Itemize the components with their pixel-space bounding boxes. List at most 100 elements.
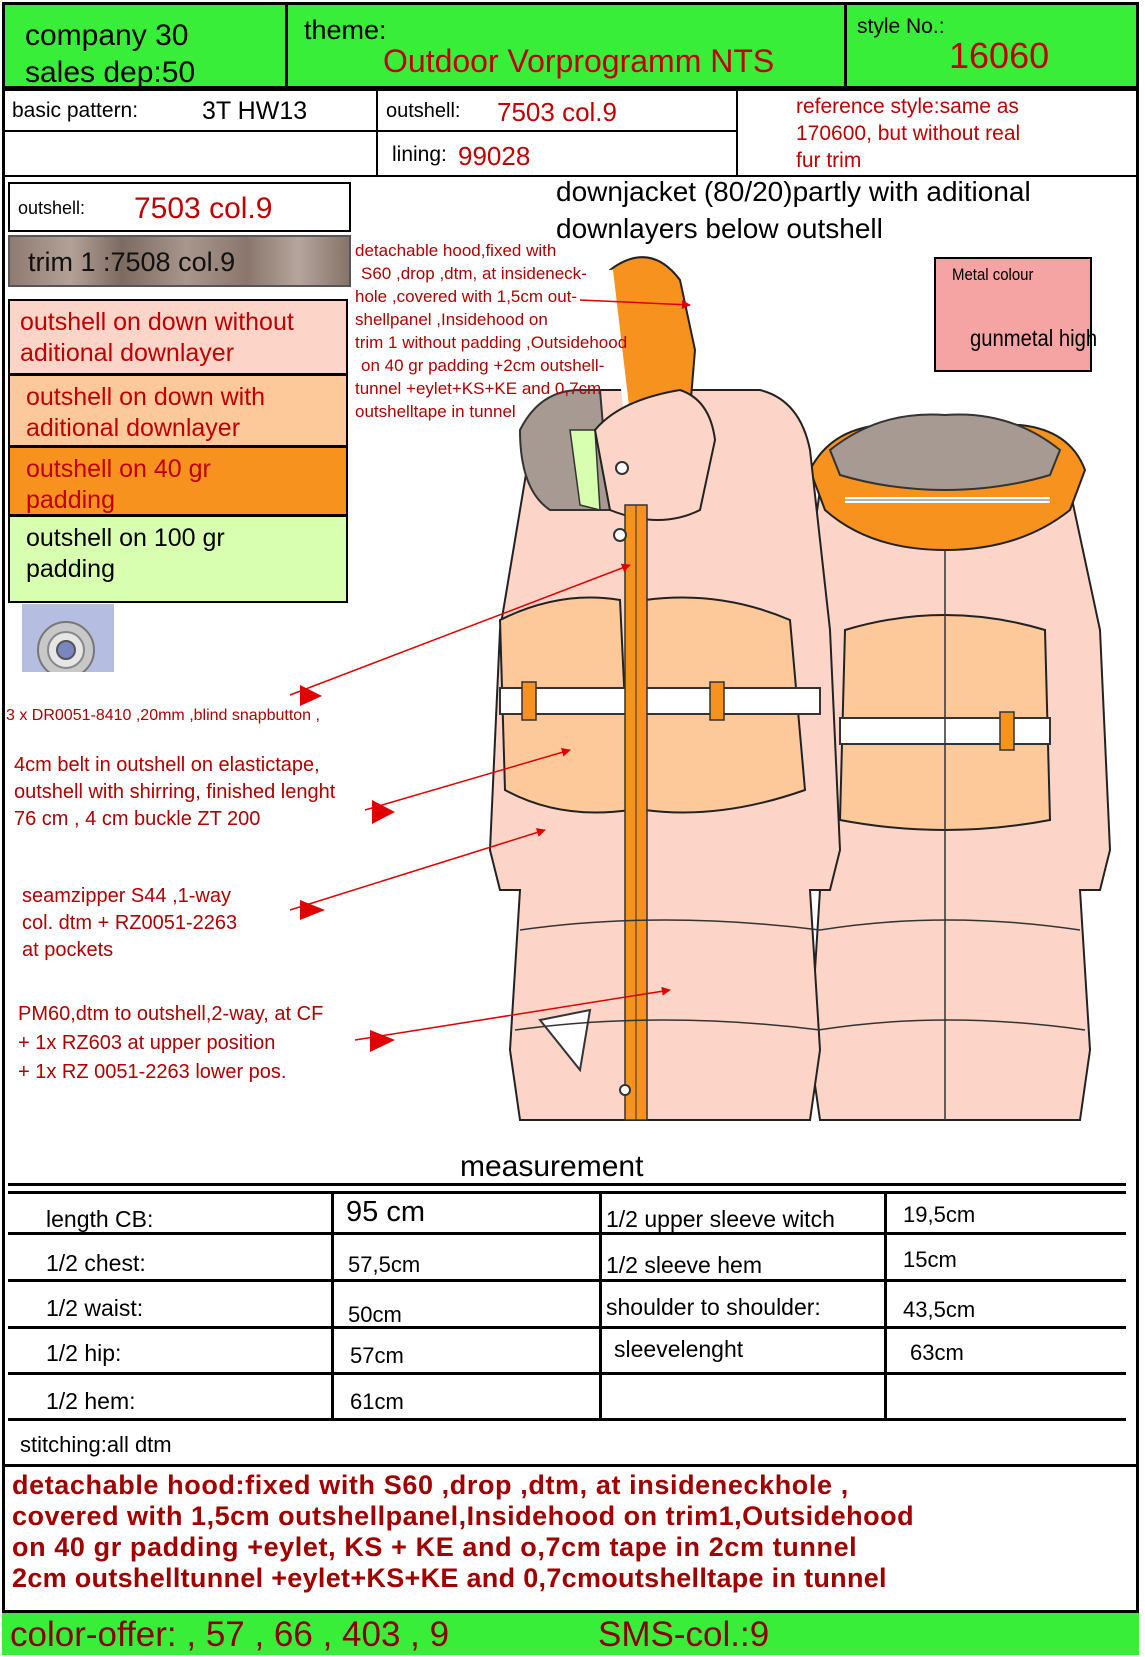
- belt-arrow: [364, 747, 571, 811]
- info-reference: reference style:same as 170600, but with…: [736, 89, 1139, 177]
- legend-4-line1: outshell on 100 gr: [26, 524, 225, 552]
- company-line2: sales dep:50: [25, 56, 196, 89]
- measure-value-sleevelength: 63cm: [910, 1340, 964, 1365]
- metal-value: gunmetal high: [970, 325, 1098, 351]
- legend-3-line1: outshell on 40 gr: [26, 455, 211, 483]
- hood-ann-5: trim 1 without padding ,Outsidehood: [355, 333, 628, 352]
- stitching-note: stitching:all dtm: [20, 1432, 172, 1457]
- hood-ann-8: outshelltape in tunnel: [355, 402, 516, 421]
- legend-40gr: outshell on 40 gr padding: [8, 446, 348, 516]
- theme-box: theme: Outdoor Vorprogramm NTS: [285, 2, 847, 89]
- style-label: style No.:: [857, 15, 945, 38]
- measure-vline-2: [599, 1191, 602, 1421]
- basic-pattern-label: basic pattern:: [12, 99, 139, 122]
- legend-3-line2: padding: [26, 486, 115, 514]
- measure-value-waist: 50cm: [348, 1302, 402, 1327]
- belt-ann-1: 4cm belt in outshell on elastictape,: [14, 754, 320, 776]
- snap-button-image: [22, 604, 114, 679]
- outshell-value: 7503 col.9: [497, 97, 617, 127]
- measure-label-hem: 1/2 hem:: [46, 1388, 136, 1414]
- measurement-title: measurement: [460, 1150, 644, 1183]
- snap-arrow-tail: [300, 685, 322, 706]
- annotation-arrows: [289, 299, 691, 1052]
- measure-label-waist: 1/2 waist:: [46, 1295, 144, 1321]
- swatch-outshell-label: outshell:: [18, 198, 86, 218]
- measure-label-length: length CB:: [46, 1206, 154, 1232]
- legend-2-line2: aditional downlayer: [26, 414, 241, 442]
- legend-down-with: outshell on down with aditional downlaye…: [8, 374, 348, 447]
- snap-annotation: 3 x DR0051-8410 ,20mm ,blind snapbutton …: [6, 707, 320, 724]
- legend-100gr: outshell on 100 gr padding: [8, 515, 348, 603]
- theme-label: theme:: [304, 15, 387, 45]
- trim-swatch: trim 1 :7508 col.9: [8, 235, 351, 287]
- measure-hline-6: [8, 1418, 1126, 1421]
- style-box: style No.: 16060: [844, 2, 1139, 89]
- measure-value-shoulder: 43,5cm: [903, 1297, 976, 1322]
- hood-ann-6: on 40 gr padding +2cm outshell-: [361, 356, 605, 375]
- hood-note-4: 2cm outshelltunnel +eylet+KS+KE and 0,7c…: [12, 1563, 887, 1593]
- jacket-back-view: [788, 413, 1112, 1121]
- hood-note-3: on 40 gr padding +eylet, KS + KE and o,7…: [12, 1532, 858, 1562]
- basic-pattern-value: 3T HW13: [202, 97, 308, 125]
- color-offer: color-offer: , 57 , 66 , 403 , 9: [10, 1615, 450, 1654]
- outshell-swatch: outshell: 7503 col.9: [8, 182, 351, 232]
- measure-hline-1: [8, 1191, 1126, 1194]
- reference-line2: 170600, but without real: [796, 122, 1021, 145]
- metal-colour-box: Metal colour gunmetal high: [934, 257, 1097, 372]
- lining-value: 99028: [458, 141, 531, 171]
- hood-ann-2: S60 ,drop ,dtm, at insideneck-: [361, 264, 587, 283]
- hood-ann-3: hole ,covered with 1,5cm out-: [355, 287, 578, 306]
- company-box: company 30 sales dep:50: [2, 2, 288, 89]
- legend-4-line2: padding: [26, 555, 115, 583]
- measure-label-sleeve-hem: 1/2 sleeve hem: [606, 1252, 762, 1278]
- hood-ann-7: tunnel +eylet+KS+KE and 0,7cm: [355, 379, 602, 398]
- theme-value: Outdoor Vorprogramm NTS: [383, 43, 775, 79]
- style-number: 16060: [949, 35, 1050, 76]
- title-line2: downlayers below outshell: [556, 213, 883, 244]
- pocket-ann-3: at pockets: [22, 939, 114, 961]
- measure-value-hip: 57cm: [350, 1343, 404, 1368]
- sms-color: SMS-col.:9: [598, 1615, 770, 1654]
- cf-arrow-tail: [370, 1030, 395, 1052]
- measure-label-hip: 1/2 hip:: [46, 1340, 122, 1366]
- measure-hline-5: [8, 1372, 1126, 1375]
- reference-line1: reference style:same as: [796, 95, 1019, 118]
- hood-ann-1: detachable hood,fixed with: [355, 241, 557, 260]
- pocket-ann-1: seamzipper S44 ,1-way: [22, 885, 231, 907]
- measure-hline-3: [8, 1279, 1126, 1282]
- jacket-drawing: [488, 256, 1112, 1121]
- measure-label-shoulder: shoulder to shoulder:: [606, 1294, 821, 1320]
- snap-arrow: [289, 563, 631, 696]
- trim-label: trim 1 :7508 col.9: [28, 247, 236, 277]
- cf-ann-3: + 1x RZ 0051-2263 lower pos.: [18, 1061, 287, 1083]
- divider-line: [4, 1464, 1139, 1467]
- metal-label: Metal colour: [952, 265, 1034, 284]
- pocket-ann-2: col. dtm + RZ0051-2263: [22, 912, 238, 934]
- jacket-front-view: [488, 256, 842, 1121]
- measure-hline-2: [8, 1232, 1126, 1235]
- lining-label: lining:: [392, 143, 447, 166]
- legend-1-line2: aditional downlayer: [20, 339, 235, 367]
- pocket-arrow-tail: [300, 900, 325, 920]
- measure-label-upper-sleeve: 1/2 upper sleeve witch: [606, 1206, 835, 1232]
- pocket-arrow: [289, 828, 546, 911]
- measure-value-sleeve-hem: 15cm: [903, 1247, 957, 1272]
- swatch-outshell-value: 7503 col.9: [134, 192, 273, 225]
- measure-label-chest: 1/2 chest:: [46, 1250, 146, 1276]
- snap-button-icon: [37, 621, 95, 679]
- legend-1-line1: outshell on down without: [20, 308, 294, 336]
- cf-ann-1: PM60,dtm to outshell,2-way, at CF: [18, 1003, 324, 1025]
- belt-ann-2: outshell with shirring, finished lenght: [14, 781, 336, 803]
- measure-value-upper-sleeve: 19,5cm: [903, 1202, 976, 1227]
- hood-note-1: detachable hood:fixed with S60 ,drop ,dt…: [12, 1470, 849, 1500]
- measure-vline-1: [331, 1191, 334, 1421]
- measure-hline-0: [8, 1183, 1126, 1186]
- measure-value-length: 95 cm: [346, 1196, 425, 1228]
- hood-note-2: covered with 1,5cm outshellpanel,Insideh…: [12, 1501, 915, 1531]
- measure-vline-3: [884, 1191, 887, 1421]
- company-line1: company 30: [25, 19, 189, 52]
- footer-bar: color-offer: , 57 , 66 , 403 , 9 SMS-col…: [2, 1610, 1139, 1655]
- outshell-label: outshell:: [386, 100, 461, 122]
- belt-arrow-tail: [372, 800, 395, 824]
- measure-value-hem: 61cm: [350, 1389, 404, 1414]
